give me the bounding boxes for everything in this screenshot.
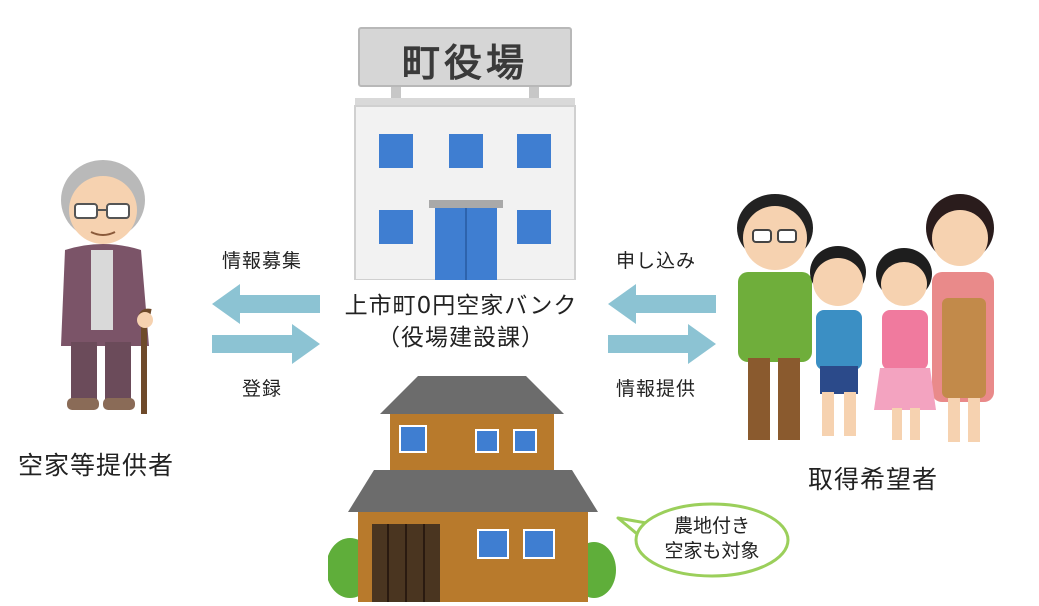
bank-department: （役場建設課） [377,325,545,351]
seeker-label: 取得希望者 [808,465,939,494]
arrow-apply-left [608,282,716,326]
note-bubble: 農地付き 空家も対象 [612,498,792,580]
arrow-right-icon [212,324,320,364]
bubble-text: 農地付き 空家も対象 [636,514,788,564]
elderly-person-illustration [61,160,153,414]
bubble-line-2: 空家も対象 [664,540,760,562]
arrow-right-icon [608,324,716,364]
arrow-register-right [212,322,320,366]
arrow-provide-right [608,322,716,366]
provider-label: 空家等提供者 [18,451,175,480]
label-register: 登録 [242,378,283,400]
bank-title: 上市町0円空家バンク （役場建設課） [316,290,606,354]
town-hall: 町役場 [345,20,585,281]
label-apply: 申し込み [616,250,697,272]
family-seekers-figure [720,188,1020,450]
arrow-left-icon [608,284,716,324]
elderly-provider-figure [45,150,175,420]
town-hall-sign-text: 町役場 [401,41,528,85]
vacant-house [326,370,618,602]
arrow-recruit-left [212,282,320,326]
speech-bubble-shape [616,502,790,578]
label-provide: 情報提供 [616,378,697,400]
family-illustration [737,194,994,442]
bubble-line-1: 農地付き [673,515,750,537]
house-illustration [326,376,616,602]
bank-name: 上市町0円空家バンク [344,293,578,319]
arrow-left-icon [212,284,320,324]
town-hall-illustration [354,27,576,281]
label-recruit: 情報募集 [222,250,303,272]
